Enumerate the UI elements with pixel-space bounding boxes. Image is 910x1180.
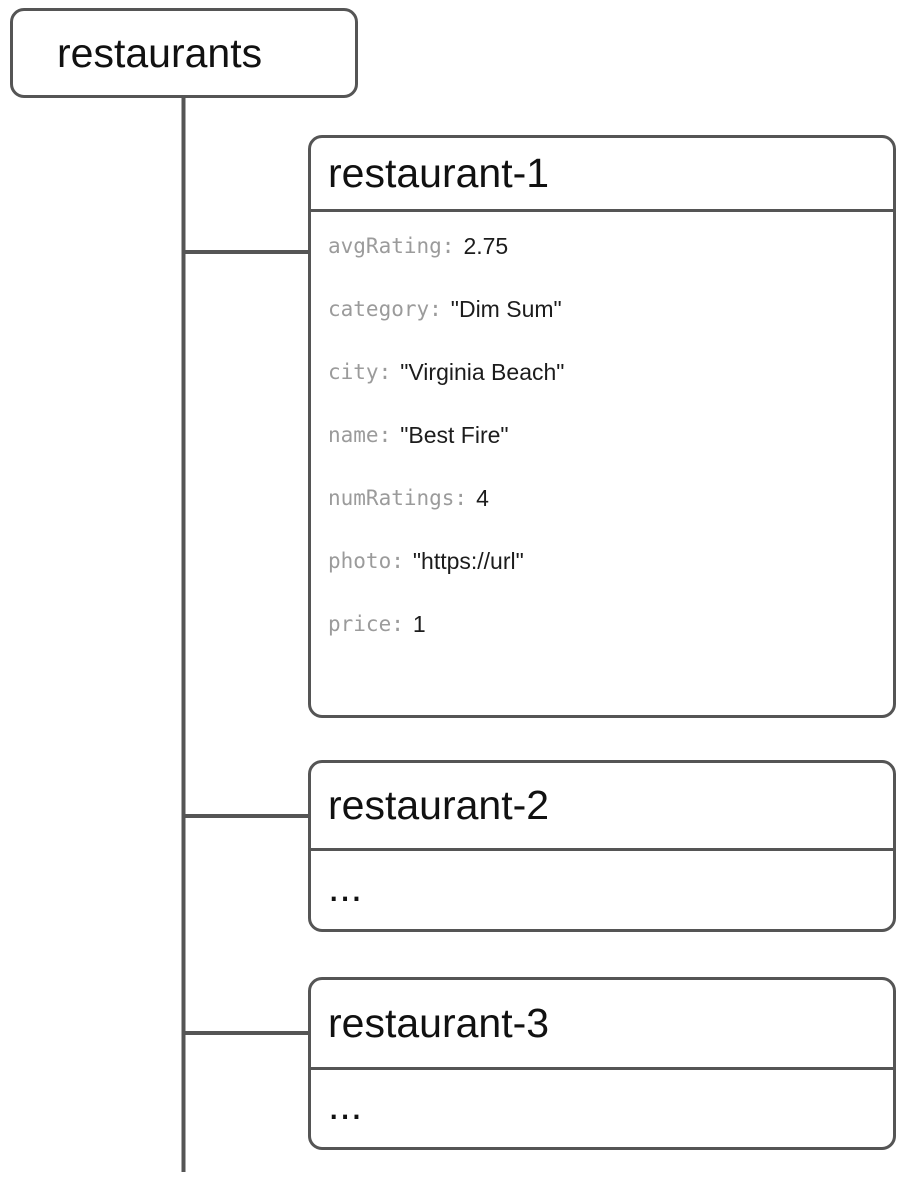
document-card-header: restaurant-2 bbox=[311, 763, 893, 851]
document-card-restaurant-1[interactable]: restaurant-1 avgRating: 2.75 category: "… bbox=[308, 135, 896, 718]
field-row: price: 1 bbox=[328, 611, 893, 677]
document-card-header: restaurant-3 bbox=[311, 980, 893, 1070]
field-value: 2.75 bbox=[463, 233, 509, 259]
document-card-restaurant-3[interactable]: restaurant-3 ... bbox=[308, 977, 896, 1150]
document-id-label: restaurant-2 bbox=[328, 782, 550, 828]
field-key: city: bbox=[328, 360, 392, 384]
field-key: name: bbox=[328, 423, 392, 447]
field-value: 4 bbox=[476, 485, 489, 511]
document-field-list: ... bbox=[311, 851, 893, 929]
field-key: category: bbox=[328, 297, 442, 321]
field-key: photo: bbox=[328, 549, 404, 573]
field-value: 1 bbox=[412, 611, 426, 637]
field-value: "Dim Sum" bbox=[450, 296, 562, 322]
field-key: price: bbox=[328, 612, 404, 636]
ellipsis-placeholder: ... bbox=[328, 863, 363, 910]
document-id-label: restaurant-1 bbox=[328, 150, 550, 196]
field-row: avgRating: 2.75 bbox=[328, 233, 893, 299]
ellipsis-placeholder: ... bbox=[328, 1082, 363, 1128]
field-row: photo: "https://url" bbox=[328, 548, 893, 614]
field-value: "Virginia Beach" bbox=[400, 359, 565, 385]
field-row: category: "Dim Sum" bbox=[328, 296, 893, 362]
field-row: name: "Best Fire" bbox=[328, 422, 893, 488]
field-value: "https://url" bbox=[412, 548, 524, 574]
collection-node-label: restaurants bbox=[57, 29, 263, 76]
document-card-header: restaurant-1 bbox=[311, 138, 893, 212]
document-id-label: restaurant-3 bbox=[328, 1000, 550, 1046]
field-key: avgRating: bbox=[328, 234, 455, 258]
field-row: city: "Virginia Beach" bbox=[328, 359, 893, 425]
field-key: numRatings: bbox=[328, 486, 468, 510]
document-field-list: avgRating: 2.75 category: "Dim Sum" city… bbox=[311, 212, 893, 715]
collection-node-restaurants[interactable]: restaurants bbox=[10, 8, 358, 98]
field-row: numRatings: 4 bbox=[328, 485, 893, 551]
field-value: "Best Fire" bbox=[400, 422, 509, 448]
document-field-list: ... bbox=[311, 1070, 893, 1147]
document-card-restaurant-2[interactable]: restaurant-2 ... bbox=[308, 760, 896, 932]
